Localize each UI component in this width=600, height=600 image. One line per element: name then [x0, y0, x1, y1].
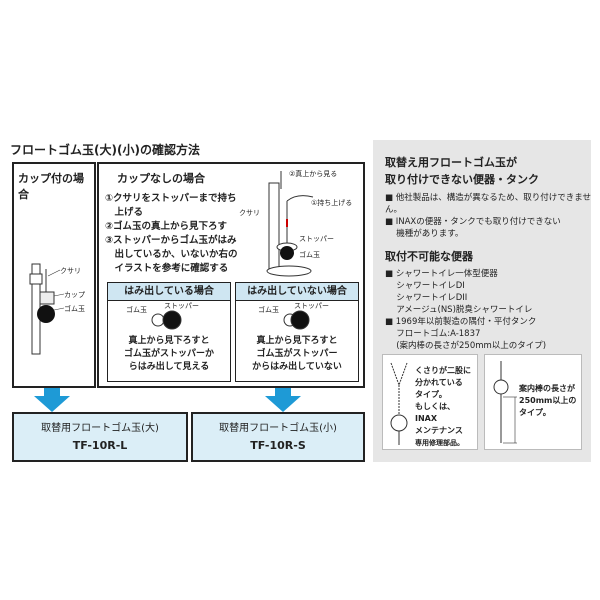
ball-label: ゴム玉 — [299, 251, 320, 259]
panel-heading: 取替え用フロートゴム玉が — [385, 156, 517, 169]
not-protruding-heading: はみ出していない場合 — [236, 283, 358, 301]
card-text: タイプ。 — [415, 390, 447, 399]
split-chain-float-icon — [390, 362, 408, 445]
item: シャワートイレDII — [385, 293, 468, 303]
note: ■ 他社製品は、構造が異なるため、取り付けできません。 — [385, 193, 591, 215]
step: 上げる — [105, 207, 144, 218]
note: 機種があります。 — [385, 229, 464, 239]
item: フロートゴム:A-1837 — [385, 329, 481, 339]
text-line: ゴム玉がストッパーか — [123, 349, 214, 359]
item: ■ シャワートイレ一体型便器 — [385, 269, 498, 279]
card-text: 分かれている — [415, 378, 463, 387]
ball-label: ゴム玉 — [126, 306, 147, 314]
long-rod-float-icon — [493, 361, 517, 444]
text-line: からはみ出していない — [252, 362, 342, 372]
not-protruding-ball-icon — [283, 310, 310, 330]
ball-label: ゴム玉 — [64, 305, 85, 313]
not-protruding-case: はみ出していない場合 ゴム玉 ストッパー 真上から見下ろすと ゴム玉がストッパー… — [235, 282, 359, 382]
arrow-down-icon — [265, 388, 301, 412]
lift-label: ①持ち上げる — [311, 199, 353, 207]
protruding-case: はみ出している場合 ゴム玉 ストッパー 真上から見下ろすと ゴム玉がストッパーか… — [107, 282, 231, 382]
product-code: TF-10R-S — [250, 439, 306, 452]
chain-type-card: くさりが二股に 分かれている タイプ。 もしくは、INAX メンテナンス 専用修… — [382, 354, 478, 450]
text-line: 真上から見下ろすと — [128, 336, 210, 346]
text-line: ゴム玉がストッパー — [256, 349, 338, 359]
long-rod-type-card: 案内棒の長さが 250mm以上の タイプ。 — [484, 354, 582, 450]
product-code: TF-10R-L — [72, 439, 128, 452]
stopper-label: ストッパー — [299, 235, 334, 243]
note: ■ INAXの便器・タンクでも取り付けできない — [385, 217, 561, 227]
product-small: 取替用フロートゴム玉(小) TF-10R-S — [191, 412, 365, 462]
cup-label: カップ — [64, 291, 85, 299]
stopper-label: ストッパー — [294, 302, 329, 310]
text-line: らはみ出して見える — [128, 362, 210, 372]
step: 出しているか、いないか右の — [105, 249, 238, 260]
card-text: もしくは、INAX — [415, 402, 455, 423]
cup-float-illustration — [29, 263, 65, 355]
step: ②ゴム玉の真上から見下ろす — [105, 221, 228, 232]
card-text: くさりが二股に — [415, 366, 471, 375]
item: シャワートイレDI — [385, 281, 465, 291]
arrow-down-icon — [34, 388, 70, 412]
chain-label: クサリ — [239, 209, 260, 217]
cup-type-box: カップ付の場合 クサリ カップ ゴム玉 — [12, 162, 96, 388]
item: (案内棒の長さが250mm以上のタイプ) — [385, 341, 547, 351]
protruding-heading: はみ出している場合 — [108, 283, 230, 301]
incompatible-panel: 取替え用フロートゴム玉が 取り付けできない便器・タンク ■ 他社製品は、構造が異… — [373, 140, 591, 462]
product-name: 取替用フロートゴム玉(大) — [41, 423, 159, 434]
steps-list: ①クサリをストッパーまで持ち 上げる ②ゴム玉の真上から見下ろす ③ストッパーか… — [105, 192, 238, 276]
item: ■ 1969年以前製造の隅付・平付タンク — [385, 317, 537, 327]
ball-label: ゴム玉 — [258, 306, 279, 314]
panel-heading: 取り付けできない便器・タンク — [385, 173, 539, 186]
cup-heading: カップ付の場合 — [18, 172, 84, 201]
panel-subheading: 取付不可能な便器 — [385, 250, 473, 263]
no-cup-type-box: カップなしの場合 ①クサリをストッパーまで持ち 上げる ②ゴム玉の真上から見下ろ… — [97, 162, 365, 388]
step: ③ストッパーからゴム玉がはみ — [105, 235, 237, 246]
stopper-label: ストッパー — [164, 302, 199, 310]
not-protruding-text: 真上から見下ろすと ゴム玉がストッパー からはみ出していない — [236, 335, 358, 374]
view-from-above-label: ②真上から見る — [289, 170, 338, 178]
chain-label: クサリ — [60, 267, 81, 275]
card-text: メンテナンス — [415, 426, 463, 435]
nocup-float-illustration — [266, 171, 314, 277]
card-text: 250mm以上の — [519, 396, 577, 405]
nocup-heading: カップなしの場合 — [117, 172, 205, 185]
text-line: 真上から見下ろすと — [256, 336, 338, 346]
card-text: 案内棒の長さが — [519, 384, 575, 393]
protruding-text: 真上から見下ろすと ゴム玉がストッパーか らはみ出して見える — [108, 335, 230, 374]
step: ①クサリをストッパーまで持ち — [105, 193, 237, 204]
card-text: 専用修理部品。 — [415, 439, 464, 447]
step: イラストを参考に確認する — [105, 263, 229, 274]
protruding-ball-icon — [151, 310, 182, 330]
page-title: フロートゴム玉(大)(小)の確認方法 — [10, 143, 200, 157]
item: アメージュ(NS)脱臭シャワートイレ — [385, 305, 533, 315]
product-large: 取替用フロートゴム玉(大) TF-10R-L — [12, 412, 188, 462]
product-name: 取替用フロートゴム玉(小) — [219, 423, 337, 434]
card-text: タイプ。 — [519, 408, 551, 417]
